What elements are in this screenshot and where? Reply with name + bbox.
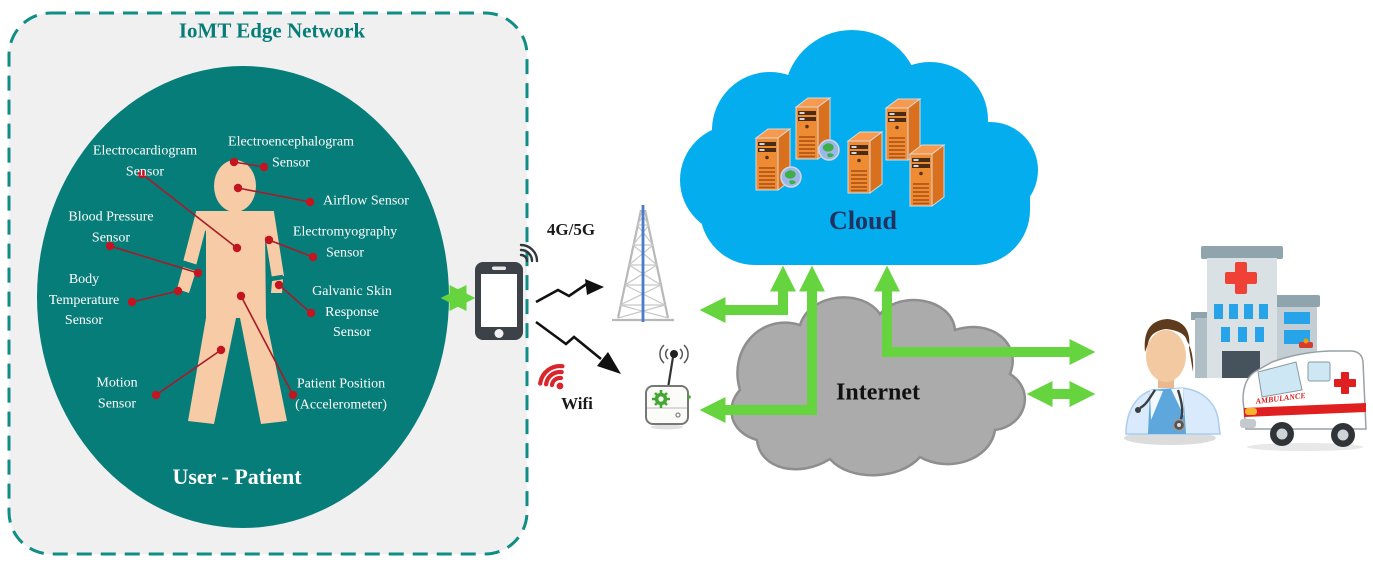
cloud-label: Cloud	[829, 206, 897, 235]
server-icon	[847, 131, 883, 194]
globe-icon	[818, 139, 840, 161]
arrow-tower-cloud	[699, 265, 796, 323]
ambulance-icon: AMBULANCE	[1240, 338, 1367, 451]
cellular-zigzag-arrow	[535, 279, 604, 304]
sensor-connector-lines	[109, 161, 314, 396]
sensor-label-blood-pressure: Blood Pressure Sensor	[68, 209, 154, 245]
sensor-label-electromyography: Electromyography Sensor	[292, 224, 398, 260]
wifi-label: Wifi	[561, 394, 593, 413]
sensor-dots	[105, 157, 318, 400]
sensor-label-electrocardiogram: Electrocardiogram Sensor	[92, 143, 198, 179]
arrow-cloud-doctor	[874, 265, 1096, 365]
wifi-router-icon	[645, 344, 691, 430]
sensor-label-airflow: Airflow Sensor	[323, 193, 409, 209]
sensor-label-motion: Motion Sensor	[96, 375, 138, 411]
edge-network-title: IoMT Edge Network	[178, 18, 366, 43]
red-cross-icon	[1334, 372, 1356, 394]
arrow-router-cloud	[699, 265, 825, 423]
gear-icon	[652, 390, 670, 408]
server-icon	[909, 144, 945, 207]
smartphone-icon	[475, 243, 539, 340]
network-arrows	[699, 265, 1096, 423]
patient-body-figure	[177, 160, 287, 424]
cell-tower-icon	[612, 205, 674, 322]
wrist-bands	[180, 259, 284, 282]
globe-icon	[780, 166, 802, 188]
sensor-label-body-temperature: Body Temperature Sensor	[48, 272, 120, 329]
sensor-label-galvanic-skin-response: Galvanic Skin Response Sensor	[312, 284, 392, 341]
sensor-label-patient-position: Patient Position (Accelerometer)	[295, 376, 387, 412]
cellular-label: 4G/5G	[546, 220, 596, 239]
wifi-signal-icon	[538, 363, 565, 390]
red-cross-icon	[1225, 262, 1257, 294]
internet-label: Internet	[836, 379, 920, 406]
doctor-icon	[1124, 319, 1221, 445]
wifi-zigzag-arrow	[535, 320, 621, 374]
user-patient-label: User - Patient	[172, 464, 302, 489]
sensor-label-electroencephalogram: Electroencephalogram Sensor	[228, 134, 354, 170]
